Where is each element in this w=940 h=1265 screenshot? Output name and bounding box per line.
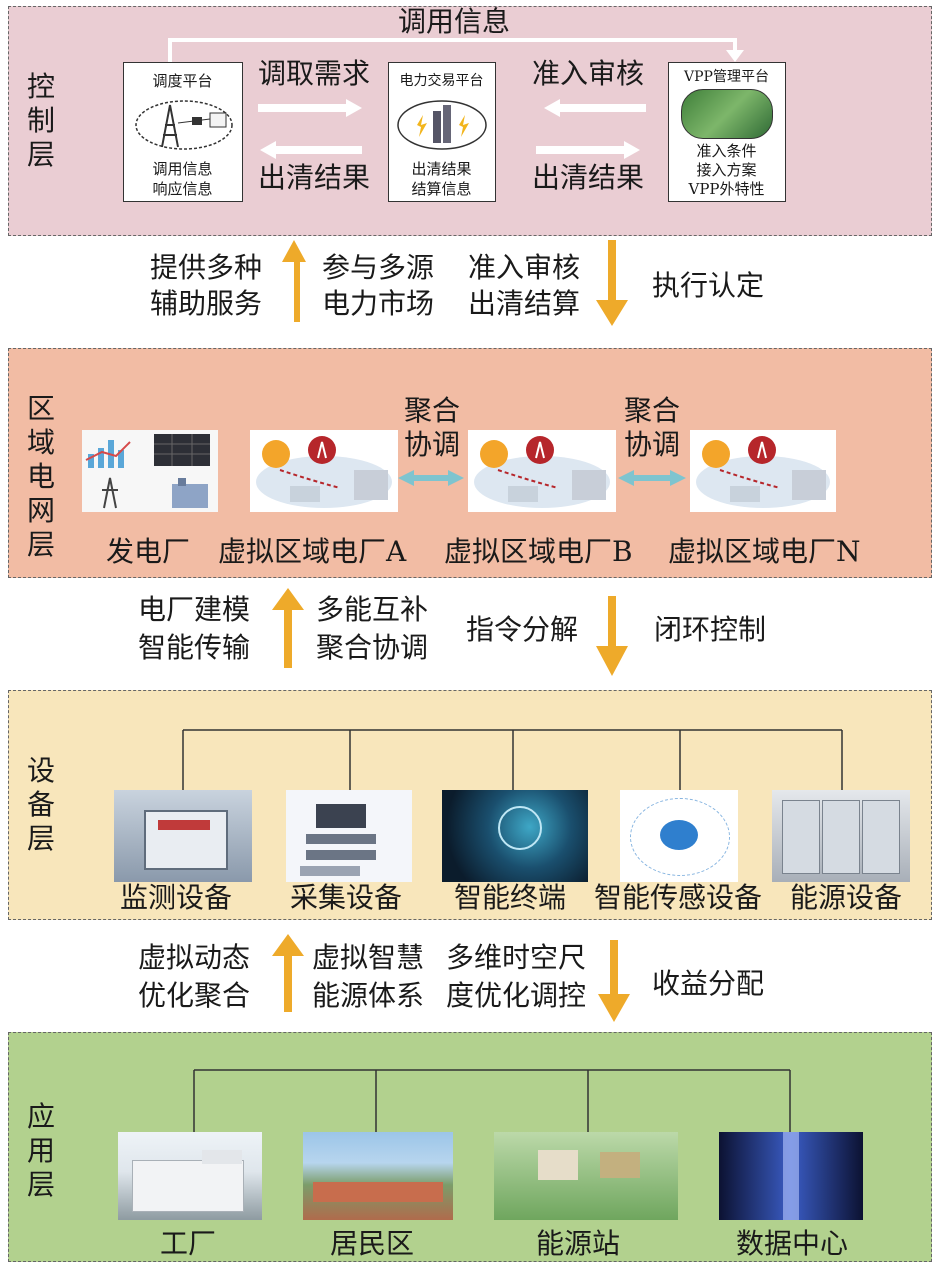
trade-line2: 结算信息 <box>411 180 472 198</box>
down-arrow-2 <box>596 596 628 676</box>
power-plant-image <box>82 430 218 512</box>
vpp-line3: VPP外特性 <box>688 180 765 198</box>
link3-mid-line1: 虚拟智慧 <box>312 941 425 974</box>
device-caption-collection: 采集设备 <box>290 881 403 914</box>
link3-up-line1: 虚拟动态 <box>138 941 251 974</box>
label-admission-review: 准入审核 <box>532 57 645 90</box>
caption-virtual-plant-a: 虚拟区域电厂A <box>218 535 407 568</box>
residential-image <box>303 1132 453 1220</box>
link1-down-line1: 准入审核 <box>468 251 581 284</box>
link3-up-line2: 优化聚合 <box>138 979 251 1012</box>
control-layer-label: 控制层 <box>26 70 55 171</box>
dispatch-platform-box: 调度平台 调用信息 响应信息 <box>123 62 243 202</box>
coord-label-1: 聚合协调 <box>404 394 461 461</box>
power-tower-icon <box>135 100 233 150</box>
data-center-image <box>719 1132 863 1220</box>
down-arrow-1 <box>596 240 628 326</box>
link1-mid-line1: 参与多源 <box>322 251 435 284</box>
label-clearing-result-1: 出清结果 <box>258 161 371 194</box>
application-layer-label: 应用层 <box>26 1100 55 1201</box>
vpp-platform-title: VPP管理平台 <box>684 69 769 85</box>
link2-up-line2: 智能传输 <box>138 631 251 664</box>
app-caption-factory: 工厂 <box>160 1227 217 1260</box>
dispatch-line2: 响应信息 <box>152 180 213 198</box>
up-arrow-1 <box>282 240 306 322</box>
down-arrow-3 <box>598 940 630 1022</box>
coord-label-2: 聚合协调 <box>624 394 681 461</box>
vpp-platform-box: VPP管理平台 准入条件 接入方案 VPP外特性 <box>668 62 786 202</box>
trade-line1: 出清结果 <box>411 160 472 178</box>
virtual-plant-n-image <box>690 430 836 512</box>
collection-device-image <box>286 790 412 882</box>
caption-virtual-plant-n: 虚拟区域电厂N <box>668 535 861 568</box>
device-layer-label: 设备层 <box>26 754 55 855</box>
app-caption-energy-station: 能源站 <box>536 1227 621 1260</box>
link2-mid-line2: 聚合协调 <box>316 631 429 664</box>
vpp-scene-image <box>681 89 773 139</box>
device-caption-monitoring: 监测设备 <box>120 881 233 914</box>
smart-sensor-image <box>620 790 738 882</box>
dispatch-platform-title: 调度平台 <box>152 72 213 90</box>
up-arrow-2 <box>272 588 304 668</box>
link2-up-line1: 电厂建模 <box>138 593 251 626</box>
link1-right: 执行认定 <box>652 269 765 302</box>
control-top-label: 调用信息 <box>398 5 511 38</box>
caption-power-plant: 发电厂 <box>106 535 191 568</box>
trade-platform-title: 电力交易平台 <box>399 73 484 89</box>
link1-up-line2: 辅助服务 <box>150 287 263 320</box>
link3-mid-line2: 能源体系 <box>312 979 425 1012</box>
link3-down-line2: 度优化调控 <box>446 979 587 1012</box>
caption-virtual-plant-b: 虚拟区域电厂B <box>444 535 633 568</box>
link2-right: 闭环控制 <box>654 613 767 646</box>
app-caption-data-center: 数据中心 <box>736 1227 849 1260</box>
virtual-plant-a-image <box>250 430 398 512</box>
link3-right: 收益分配 <box>652 967 765 1000</box>
energy-device-image <box>772 790 910 882</box>
up-arrow-3 <box>272 934 304 1012</box>
link1-up-line1: 提供多种 <box>150 251 263 284</box>
energy-station-image <box>494 1132 678 1220</box>
power-trade-icon <box>397 100 487 150</box>
vpp-line1: 准入条件 <box>696 142 757 160</box>
factory-image <box>118 1132 262 1220</box>
dispatch-line1: 调用信息 <box>152 160 213 178</box>
smart-terminal-image <box>442 790 588 882</box>
label-clearing-result-2: 出清结果 <box>532 161 645 194</box>
link1-down-line2: 出清结算 <box>468 287 581 320</box>
label-request-demand: 调取需求 <box>258 57 371 90</box>
link2-down: 指令分解 <box>466 613 579 646</box>
app-caption-residential: 居民区 <box>330 1227 415 1260</box>
trade-platform-box: 电力交易平台 出清结果 结算信息 <box>388 62 496 202</box>
device-caption-sensor: 智能传感设备 <box>594 881 763 914</box>
device-caption-terminal: 智能终端 <box>454 881 567 914</box>
vpp-line2: 接入方案 <box>696 161 757 179</box>
monitoring-device-image <box>114 790 252 882</box>
regional-layer-label: 区域电网层 <box>26 392 55 561</box>
link1-mid-line2: 电力市场 <box>322 287 435 320</box>
device-caption-energy: 能源设备 <box>790 881 903 914</box>
link3-down-line1: 多维时空尺 <box>446 941 587 974</box>
link2-mid-line1: 多能互补 <box>316 593 429 626</box>
virtual-plant-b-image <box>468 430 616 512</box>
